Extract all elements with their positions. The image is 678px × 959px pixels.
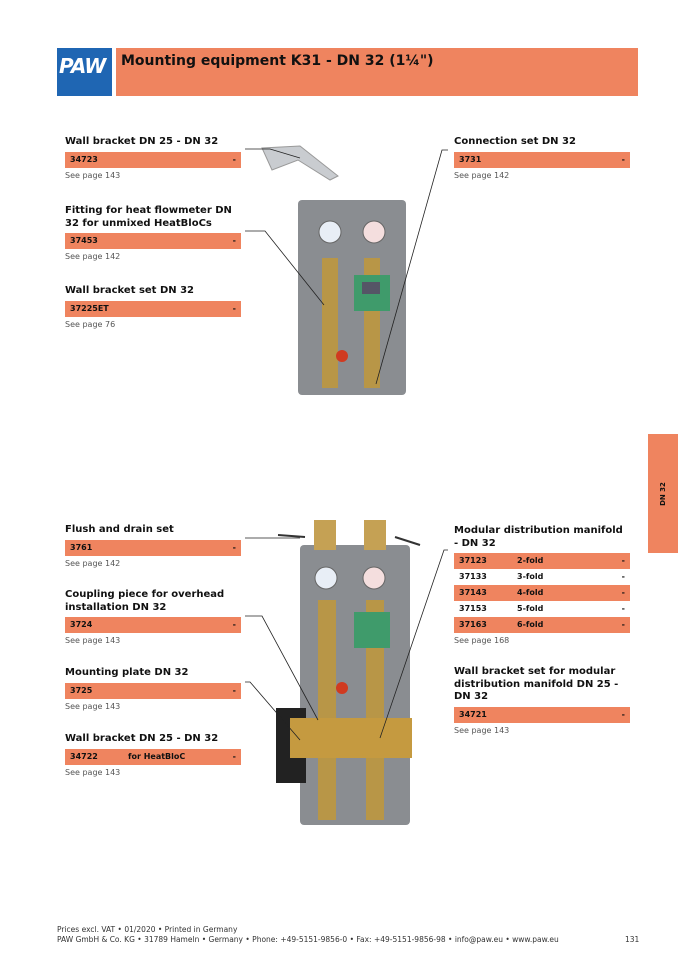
pump-station-image-bottom [276, 520, 421, 825]
article-price: - [621, 709, 625, 719]
article-desc [517, 152, 617, 168]
article-code: 3725 [70, 685, 93, 695]
product-title: Coupling piece for overhead installation… [65, 589, 225, 613]
article-price: - [621, 572, 625, 581]
article-code: 37163 [459, 620, 487, 629]
article-row: 37453 - [65, 233, 241, 249]
article-desc [128, 152, 228, 168]
footer-line-2: PAW GmbH & Co. KG • 31789 Hameln • Germa… [57, 935, 559, 944]
article-price: - [232, 685, 236, 695]
article-code: 37123 [459, 556, 487, 565]
article-code: 37153 [459, 604, 487, 613]
product-item: Connection set DN 32 3731 - See page 142 [454, 136, 630, 180]
article-row: 3724 - [65, 617, 241, 633]
article-price: - [621, 588, 625, 597]
article-price: - [232, 236, 236, 245]
see-page-ref: See page 142 [454, 170, 510, 180]
see-page-ref: See page 142 [65, 252, 121, 261]
see-page-ref: See page 142 [65, 558, 121, 568]
see-page-ref: See page 143 [65, 170, 121, 180]
article-price: - [621, 620, 625, 629]
side-tab [648, 434, 678, 553]
see-page-ref: See page 168 [454, 636, 510, 645]
product-title: Fitting for heat flowmeter DN 32 for unm… [65, 205, 232, 229]
article-price: - [621, 604, 625, 613]
article-code: 37453 [70, 236, 98, 245]
product-title: Modular distribution manifold - DN 32 [454, 525, 623, 549]
article-price: - [232, 303, 236, 313]
article-row: 37133 3-fold - [454, 569, 630, 585]
see-page-ref: See page 143 [454, 725, 510, 735]
product-item: Wall bracket DN 25 - DN 32 34723 - See page… [65, 136, 241, 180]
paw-logo: PAW [57, 48, 112, 96]
see-page-ref: See page 143 [65, 767, 121, 777]
product-item: Flush and drain set 3761 - See page 142 [65, 524, 241, 568]
article-row: 34723 - [65, 151, 241, 168]
article-code: 34723 [70, 154, 98, 164]
article-desc: 4-fold [517, 588, 544, 597]
article-desc [128, 617, 228, 633]
article-desc: for HeatBloC [128, 751, 186, 761]
article-row: 3725 - [65, 682, 241, 699]
article-row: 37123 2-fold - [454, 553, 630, 569]
article-price: - [621, 154, 625, 164]
see-page-ref: See page 76 [65, 319, 116, 329]
page-number: 131 [625, 935, 640, 944]
article-price: - [232, 542, 236, 552]
article-row: 34722 for HeatBloC - [65, 748, 241, 765]
product-item: Fitting for heat flowmeter DN 32 for unm… [65, 205, 241, 261]
article-row: 37153 5-fold - [454, 601, 630, 617]
article-row: 34721 - [454, 706, 630, 723]
article-code: 34722 [70, 751, 98, 761]
see-page-ref: See page 143 [65, 701, 121, 711]
article-code: 37133 [459, 572, 487, 581]
product-item: Modular distribution manifold - DN 32 371… [454, 525, 630, 645]
product-item: Wall bracket set DN 32 37225ET - See page 7… [65, 285, 241, 329]
article-row: 37163 6-fold - [454, 617, 630, 633]
article-desc: 6-fold [517, 620, 544, 629]
article-row: 3761 - [65, 539, 241, 556]
see-page-ref: See page 143 [65, 636, 121, 645]
article-price: - [232, 154, 236, 164]
product-item: Coupling piece for overhead installation… [65, 589, 241, 645]
article-desc [128, 301, 228, 317]
article-desc [128, 683, 228, 699]
article-desc [128, 540, 228, 556]
product-title: Flush and drain set [65, 524, 174, 535]
article-code: 37225ET [70, 303, 109, 313]
header-bar [116, 48, 638, 96]
article-desc: 2-fold [517, 556, 544, 565]
article-price: - [232, 751, 236, 761]
product-title: Wall bracket set for modular distributio… [454, 666, 619, 702]
article-code: 3724 [70, 620, 93, 629]
product-item: Wall bracket set for modular distributio… [454, 666, 630, 735]
article-price: - [621, 556, 625, 565]
article-code: 3731 [459, 154, 482, 164]
product-item: Wall bracket DN 25 - DN 32 34722 for HeatB… [65, 733, 241, 777]
product-title: Wall bracket set DN 32 [65, 285, 195, 296]
product-item: Mounting plate DN 32 3725 - See page 143 [65, 667, 241, 711]
article-row: 3731 - [454, 151, 630, 168]
article-desc: 5-fold [517, 604, 544, 613]
product-title: Mounting plate DN 32 [65, 667, 189, 678]
pump-station-image-top [298, 200, 406, 395]
wall-bracket-image [261, 145, 339, 181]
footer-line-1: Prices excl. VAT • 01/2020 • Printed in … [57, 925, 238, 934]
product-title: Wall bracket DN 25 - DN 32 [65, 136, 219, 147]
article-code: 37143 [459, 588, 487, 597]
article-row: 37143 4-fold - [454, 585, 630, 601]
article-desc: 3-fold [517, 572, 544, 581]
product-title: Connection set DN 32 [454, 136, 576, 147]
article-desc [128, 233, 228, 249]
article-row: 37225ET - [65, 300, 241, 317]
article-code: 34721 [459, 709, 487, 719]
product-title: Wall bracket DN 25 - DN 32 [65, 733, 219, 744]
callout-lines [245, 148, 448, 741]
page-title: Mounting equipment K31 - DN 32 (1¼") [121, 53, 434, 69]
article-desc [517, 707, 617, 723]
article-price: - [232, 620, 236, 629]
article-code: 3761 [70, 542, 93, 552]
